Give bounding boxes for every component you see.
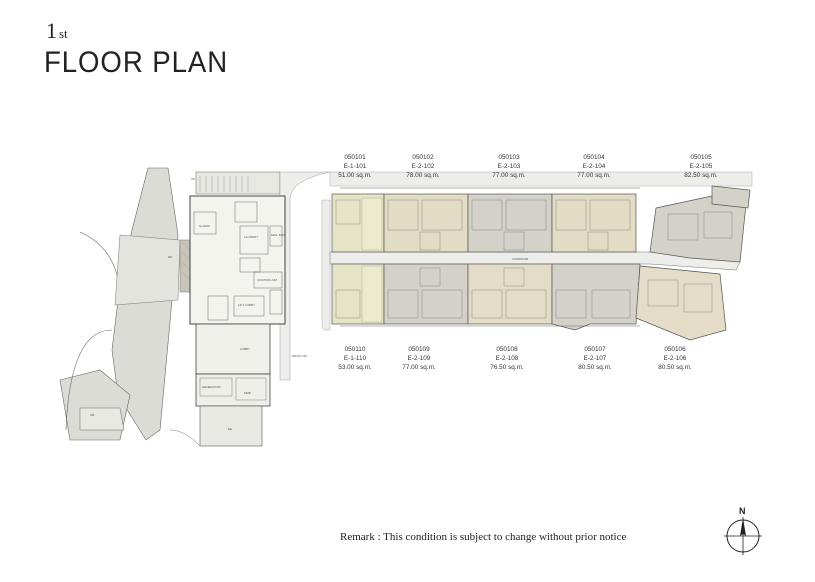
unit-050109[interactable] bbox=[383, 263, 469, 325]
unit-050101[interactable] bbox=[331, 193, 385, 253]
page-title: FLOOR PLAN bbox=[44, 46, 229, 79]
unit-050105[interactable] bbox=[649, 185, 751, 263]
north-label: N bbox=[739, 506, 746, 516]
unit-050107[interactable] bbox=[551, 263, 641, 331]
entrance-building: GUARD LAUNDRY MAIL BOX CONTROL RM LIFT L… bbox=[79, 171, 331, 447]
laundry-label: LAUNDRY bbox=[244, 235, 258, 239]
ee-label: EE bbox=[228, 427, 232, 431]
control-rm-label: CONTROL RM bbox=[257, 278, 278, 282]
north-compass-icon: N bbox=[724, 506, 762, 555]
unit-050106[interactable] bbox=[635, 265, 727, 341]
remark-note: Remark : This condition is subject to ch… bbox=[340, 531, 627, 543]
unit-050102[interactable] bbox=[383, 193, 469, 253]
mail-box-label: MAIL BOX bbox=[271, 233, 285, 237]
unit-050104[interactable] bbox=[551, 193, 637, 253]
dn-label: DN bbox=[168, 255, 172, 259]
guard-label: GUARD bbox=[199, 224, 211, 228]
generator-label: GENERATOR bbox=[202, 385, 222, 389]
mdb-label: MDB bbox=[244, 391, 251, 395]
floor-number-suffix: st bbox=[59, 26, 68, 41]
drop-off-label: DROP OFF bbox=[292, 354, 308, 358]
lobby-label: LOBBY bbox=[240, 347, 250, 351]
unit-050103[interactable] bbox=[467, 193, 553, 253]
up-label: UP bbox=[191, 177, 195, 181]
lift-lobby-label: LIFT LOBBY bbox=[238, 303, 255, 307]
unit-050108[interactable] bbox=[467, 263, 553, 325]
residential-wing: CORRIDOR bbox=[321, 171, 753, 341]
unit-050110[interactable] bbox=[331, 263, 385, 325]
gb-label: GB bbox=[90, 413, 94, 417]
corridor-label: CORRIDOR bbox=[512, 257, 529, 261]
